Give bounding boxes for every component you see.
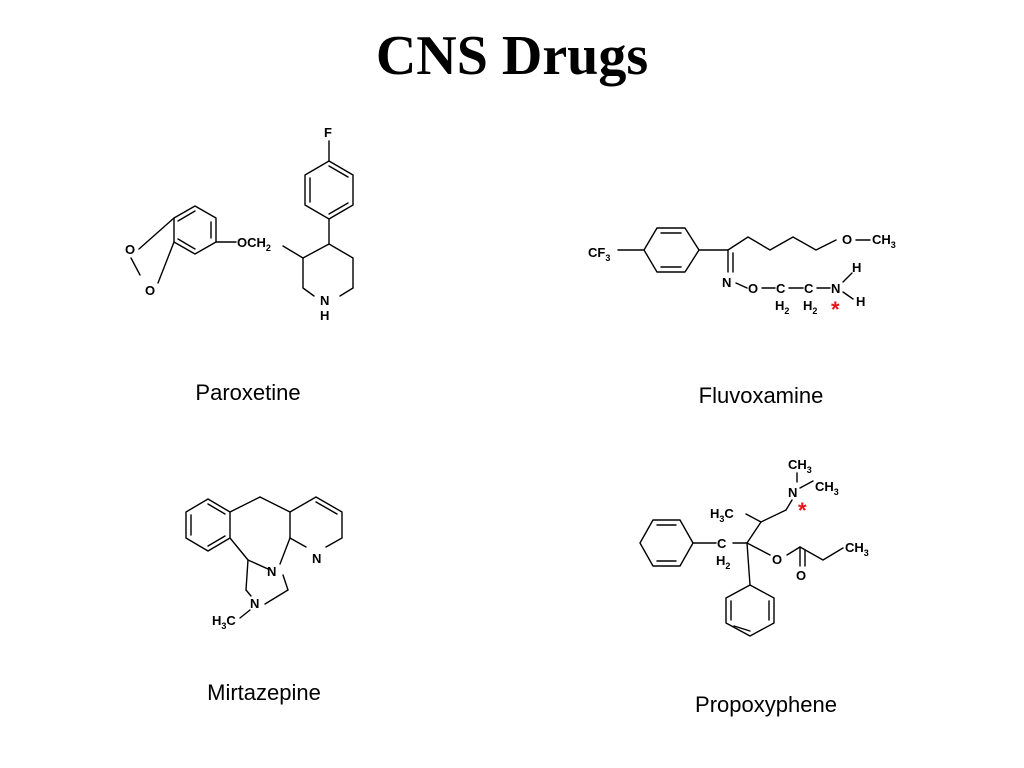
fluvoxamine-chiral-star: * xyxy=(831,297,840,322)
drug-name-fluvoxamine: Fluvoxamine xyxy=(698,383,824,408)
slide-title: CNS Drugs xyxy=(375,25,649,87)
mirtazepine-atom-n-bridge: N xyxy=(267,564,276,579)
propoxyphene-phenyl-ring xyxy=(725,584,775,637)
fluvoxamine-atom-h2b: H2 xyxy=(803,298,817,316)
paroxetine-atom-o1: O xyxy=(125,242,135,257)
drug-name-mirtazepine: Mirtazepine xyxy=(207,680,321,705)
paroxetine-benzene-ring xyxy=(173,205,217,255)
paroxetine-atom-och: OCH2 xyxy=(237,235,271,253)
propoxyphene-atom-h2: H2 xyxy=(716,553,730,571)
fluvoxamine-atom-o-methoxy: O xyxy=(842,232,852,247)
paroxetine-atom-f: F xyxy=(324,125,332,140)
fluvoxamine-atom-cf: CF3 xyxy=(588,245,610,263)
propoxyphene-atom-ch3-ethyl: CH3 xyxy=(845,540,869,558)
mirtazepine-atom-n-pip: N xyxy=(250,596,259,611)
paroxetine-atom-o2: O xyxy=(145,283,155,298)
paroxetine-atom-n: N xyxy=(320,293,329,308)
mirtazepine-atom-h3c: H3C xyxy=(212,613,236,631)
fluvoxamine-atom-c2: C xyxy=(804,281,814,296)
fluvoxamine-benzene-ring xyxy=(643,227,700,273)
paroxetine-fluorophenyl-ring xyxy=(304,160,354,220)
mirtazepine-benzene-ring xyxy=(185,498,231,552)
propoxyphene-structure: CH3 N CH3 * H3C C H2 O xyxy=(639,457,869,637)
drug-name-paroxetine: Paroxetine xyxy=(195,380,301,405)
fluvoxamine-atom-n-oxime: N xyxy=(722,275,731,290)
propoxyphene-chiral-star: * xyxy=(798,498,807,523)
mirtazepine-structure: N N N H3C xyxy=(185,496,343,631)
propoxyphene-atom-c: C xyxy=(717,536,727,551)
fluvoxamine-atom-h2a: H2 xyxy=(775,298,789,316)
fluvoxamine-structure: CF3 O CH3 N O C H2 C H2 xyxy=(588,227,896,322)
paroxetine-atom-h: H xyxy=(320,308,329,323)
propoxyphene-atom-n: N xyxy=(788,485,797,500)
propoxyphene-atom-ch3-right: CH3 xyxy=(815,479,839,497)
paroxetine-piperidine-ring xyxy=(302,243,354,289)
fluvoxamine-atom-n-amine: N xyxy=(831,281,840,296)
fluvoxamine-atom-ch3: CH3 xyxy=(872,232,896,250)
fluvoxamine-atom-o-ether: O xyxy=(748,281,758,296)
propoxyphene-atom-h3c: H3C xyxy=(710,506,734,524)
drug-name-propoxyphene: Propoxyphene xyxy=(695,692,837,717)
propoxyphene-atom-ch3-top: CH3 xyxy=(788,457,812,475)
paroxetine-structure: O O OCH2 N H F xyxy=(125,125,354,323)
mirtazepine-atom-n-pyr: N xyxy=(312,551,321,566)
propoxyphene-atom-o-ester: O xyxy=(772,552,782,567)
propoxyphene-atom-o-carbonyl: O xyxy=(796,568,806,583)
fluvoxamine-atom-h-top: H xyxy=(852,260,861,275)
propoxyphene-benzyl-ring xyxy=(639,519,694,567)
fluvoxamine-atom-h-bottom: H xyxy=(856,294,865,309)
fluvoxamine-atom-c1: C xyxy=(776,281,786,296)
